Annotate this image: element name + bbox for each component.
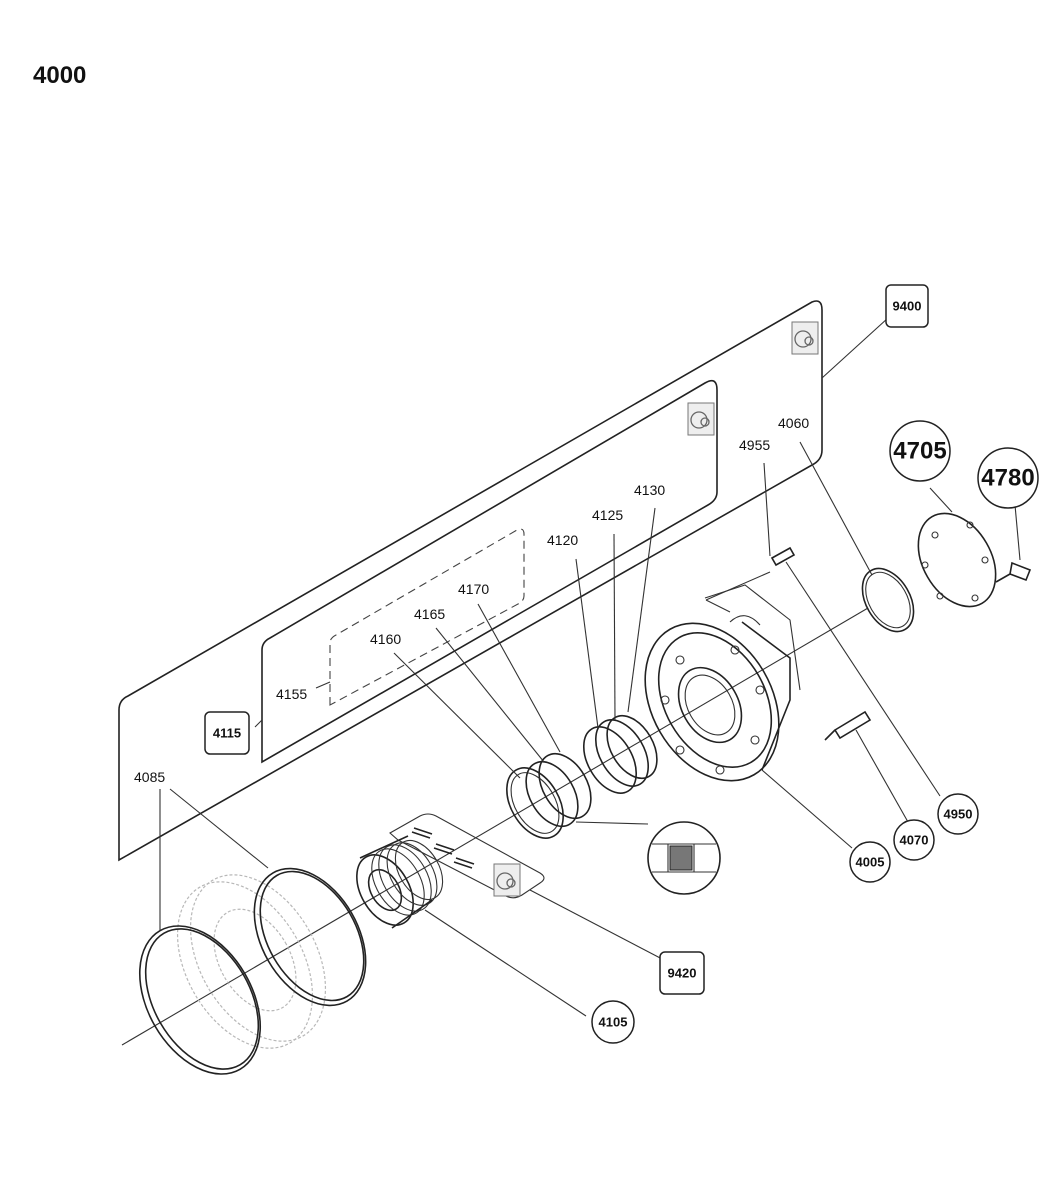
seal-ring-4130 xyxy=(606,714,658,780)
o-ring-4085-front-inner xyxy=(144,928,260,1070)
svg-text:9400: 9400 xyxy=(893,299,922,314)
axis-bracket xyxy=(705,571,771,613)
seal-ring-4120 xyxy=(582,726,638,794)
seal-ring-4125 xyxy=(594,719,650,787)
label-4165: 4165 xyxy=(414,606,445,622)
housing-outline xyxy=(176,874,327,1049)
svg-text:4780: 4780 xyxy=(981,465,1034,492)
svg-text:4115: 4115 xyxy=(213,726,241,741)
label-4955: 4955 xyxy=(739,437,770,453)
label-4130: 4130 xyxy=(634,482,665,498)
end-cap-4005 xyxy=(644,584,801,782)
bolt-4780 xyxy=(995,561,1032,583)
seal-section-detail xyxy=(647,821,721,895)
page-title: 4000 xyxy=(33,62,87,89)
document-icon xyxy=(687,402,715,436)
callout-circle-4070: 4070 xyxy=(893,819,935,861)
label-4060: 4060 xyxy=(778,415,809,431)
cover-plate-4705 xyxy=(917,512,997,608)
label-4125: 4125 xyxy=(592,507,623,523)
kit-panel-4155 xyxy=(329,528,525,706)
assembly-axis-line xyxy=(121,607,869,1046)
label-4170: 4170 xyxy=(458,581,489,597)
seal-ring-4160-inner xyxy=(510,772,560,834)
callout-box-9420: 9420 xyxy=(659,951,705,995)
callout-circle-4105: 4105 xyxy=(591,1000,635,1044)
callout-box-9400: 9400 xyxy=(885,284,929,328)
label-4085: 4085 xyxy=(134,769,165,785)
o-ring-4085-back xyxy=(253,867,367,1007)
callout-box-4115: 4115 xyxy=(204,711,250,755)
piston-4105 xyxy=(356,835,444,929)
callout-circle-4005: 4005 xyxy=(849,841,891,883)
pins-9420 xyxy=(411,827,475,869)
svg-text:9420: 9420 xyxy=(668,966,697,981)
kit-panel-4115 xyxy=(261,379,718,764)
svg-text:4705: 4705 xyxy=(893,438,946,465)
seal-ring-4160 xyxy=(506,767,564,839)
kit-panel-9420 xyxy=(389,813,545,899)
leader-lines xyxy=(159,317,1021,1017)
label-4155: 4155 xyxy=(276,686,307,702)
screw-4955 xyxy=(770,546,796,567)
label-4160: 4160 xyxy=(370,631,401,647)
callout-circle-4705: 4705 xyxy=(889,420,951,482)
svg-text:4105: 4105 xyxy=(599,1015,628,1030)
svg-text:4005: 4005 xyxy=(856,855,885,870)
svg-text:4070: 4070 xyxy=(900,833,929,848)
callout-circle-4950: 4950 xyxy=(937,793,979,835)
callout-circle-4780: 4780 xyxy=(977,447,1039,509)
o-ring-4085-front xyxy=(138,925,262,1075)
o-ring-4060-inner xyxy=(865,571,911,629)
document-icon xyxy=(791,321,819,355)
document-icon xyxy=(493,863,521,897)
seal-ring-4170 xyxy=(538,752,592,820)
seal-ring-4165 xyxy=(525,760,579,828)
o-ring-4060 xyxy=(861,567,915,633)
o-ring-4085-back-inner xyxy=(259,870,365,1002)
bolt-4070 xyxy=(824,710,872,741)
label-4120: 4120 xyxy=(547,532,578,548)
kit-panel-9400 xyxy=(118,300,823,862)
svg-text:4950: 4950 xyxy=(944,807,973,822)
